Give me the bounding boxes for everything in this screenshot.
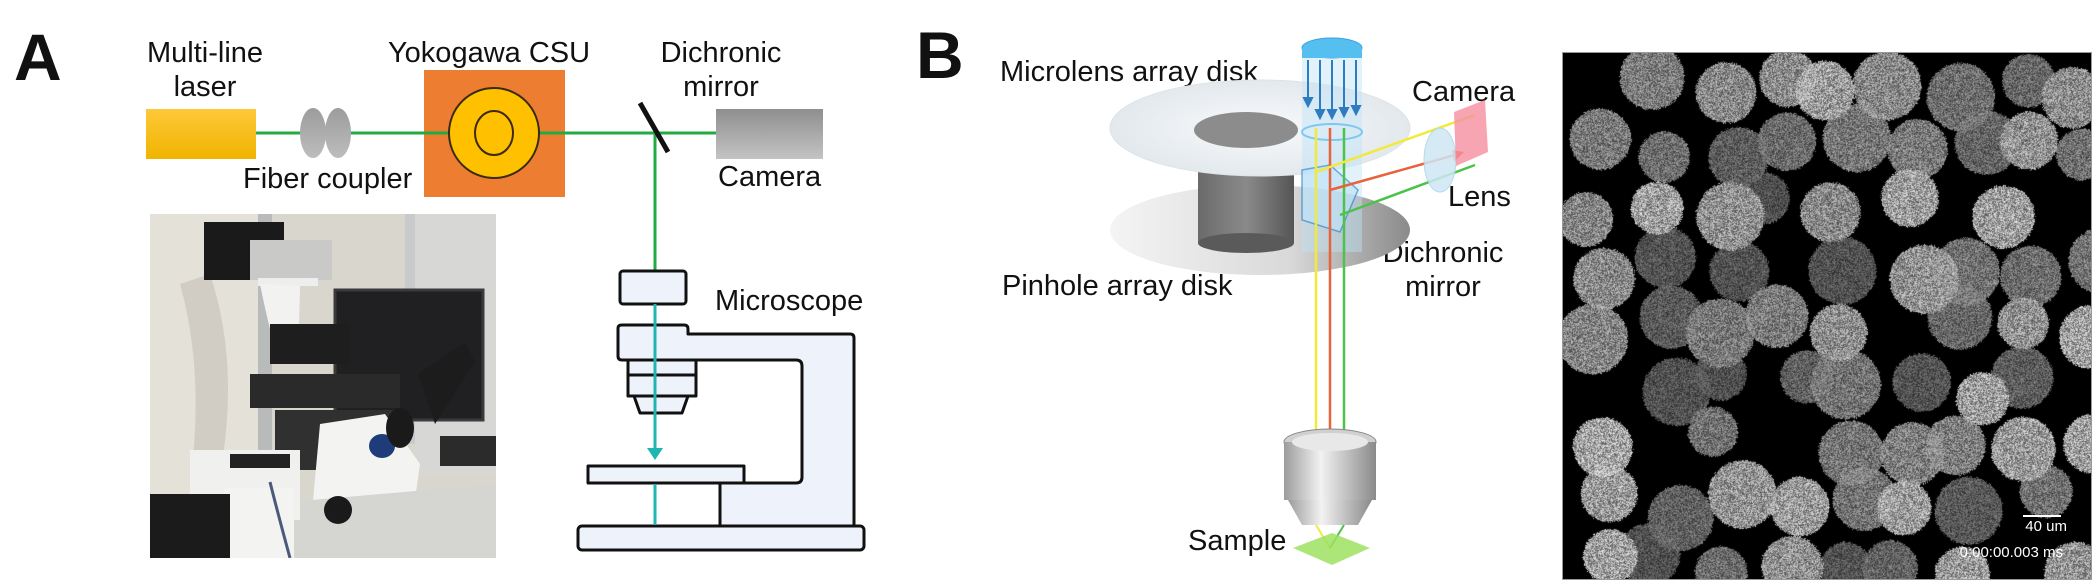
spinning-disk-illustration bbox=[1109, 37, 1488, 565]
scale-bar bbox=[2023, 515, 2061, 517]
laser-source bbox=[146, 109, 256, 159]
csu-disk-center bbox=[474, 110, 514, 156]
camera-sensor-b bbox=[1454, 100, 1488, 166]
dichroic-mirror-label-b: Dichronic mirror bbox=[1378, 236, 1508, 304]
micrograph-canvas bbox=[1563, 53, 2091, 579]
lens-b bbox=[1423, 127, 1457, 193]
laser-label: Multi-line laser bbox=[130, 36, 280, 104]
disk-center-hole bbox=[1194, 112, 1298, 148]
dichroic-label-line1: Dichronic bbox=[660, 37, 782, 69]
incident-light-arrows bbox=[1302, 60, 1362, 121]
lens-label: Lens bbox=[1448, 181, 1511, 213]
microscope-photo-illustration bbox=[150, 214, 496, 558]
sample-label: Sample bbox=[1188, 525, 1287, 557]
dichroic-mirror-a bbox=[637, 101, 671, 154]
fluorescence-micrograph: 40 um 0:00:00.003 ms bbox=[1562, 52, 2092, 580]
fiber-coupler-label: Fiber coupler bbox=[243, 163, 413, 195]
fiber-coupler-lens-2 bbox=[325, 108, 351, 158]
csu-label: Yokogawa CSU bbox=[388, 37, 591, 69]
panel-b-letter: B bbox=[916, 18, 964, 92]
microscope-photo bbox=[150, 214, 496, 558]
timestamp-label: 0:00:00.003 ms bbox=[1959, 544, 2063, 561]
optical-path-diagram-a bbox=[146, 70, 866, 552]
laser-label-line2: laser bbox=[173, 71, 237, 103]
beam-arrowhead bbox=[647, 448, 663, 460]
camera-label-b: Camera bbox=[1412, 76, 1516, 108]
scale-bar-label: 40 um bbox=[2025, 518, 2067, 535]
camera-a bbox=[716, 109, 823, 159]
microscope-label: Microscope bbox=[715, 285, 864, 317]
panel-a-letter: A bbox=[14, 20, 62, 94]
dichroic-label-line2: mirror bbox=[683, 71, 759, 103]
dichroic-mirror-label-a: Dichronic mirror bbox=[636, 36, 806, 104]
camera-label-a: Camera bbox=[718, 161, 822, 193]
sample-plate bbox=[1293, 533, 1370, 565]
microscope-schematic bbox=[576, 269, 866, 552]
objective-lens bbox=[1283, 428, 1377, 525]
fiber-coupler-lens-1 bbox=[300, 108, 326, 158]
laser-label-line1: Multi-line bbox=[146, 37, 264, 69]
pinhole-disk-label: Pinhole array disk bbox=[1002, 270, 1233, 302]
dichroic-b-line2: mirror bbox=[1405, 271, 1481, 303]
